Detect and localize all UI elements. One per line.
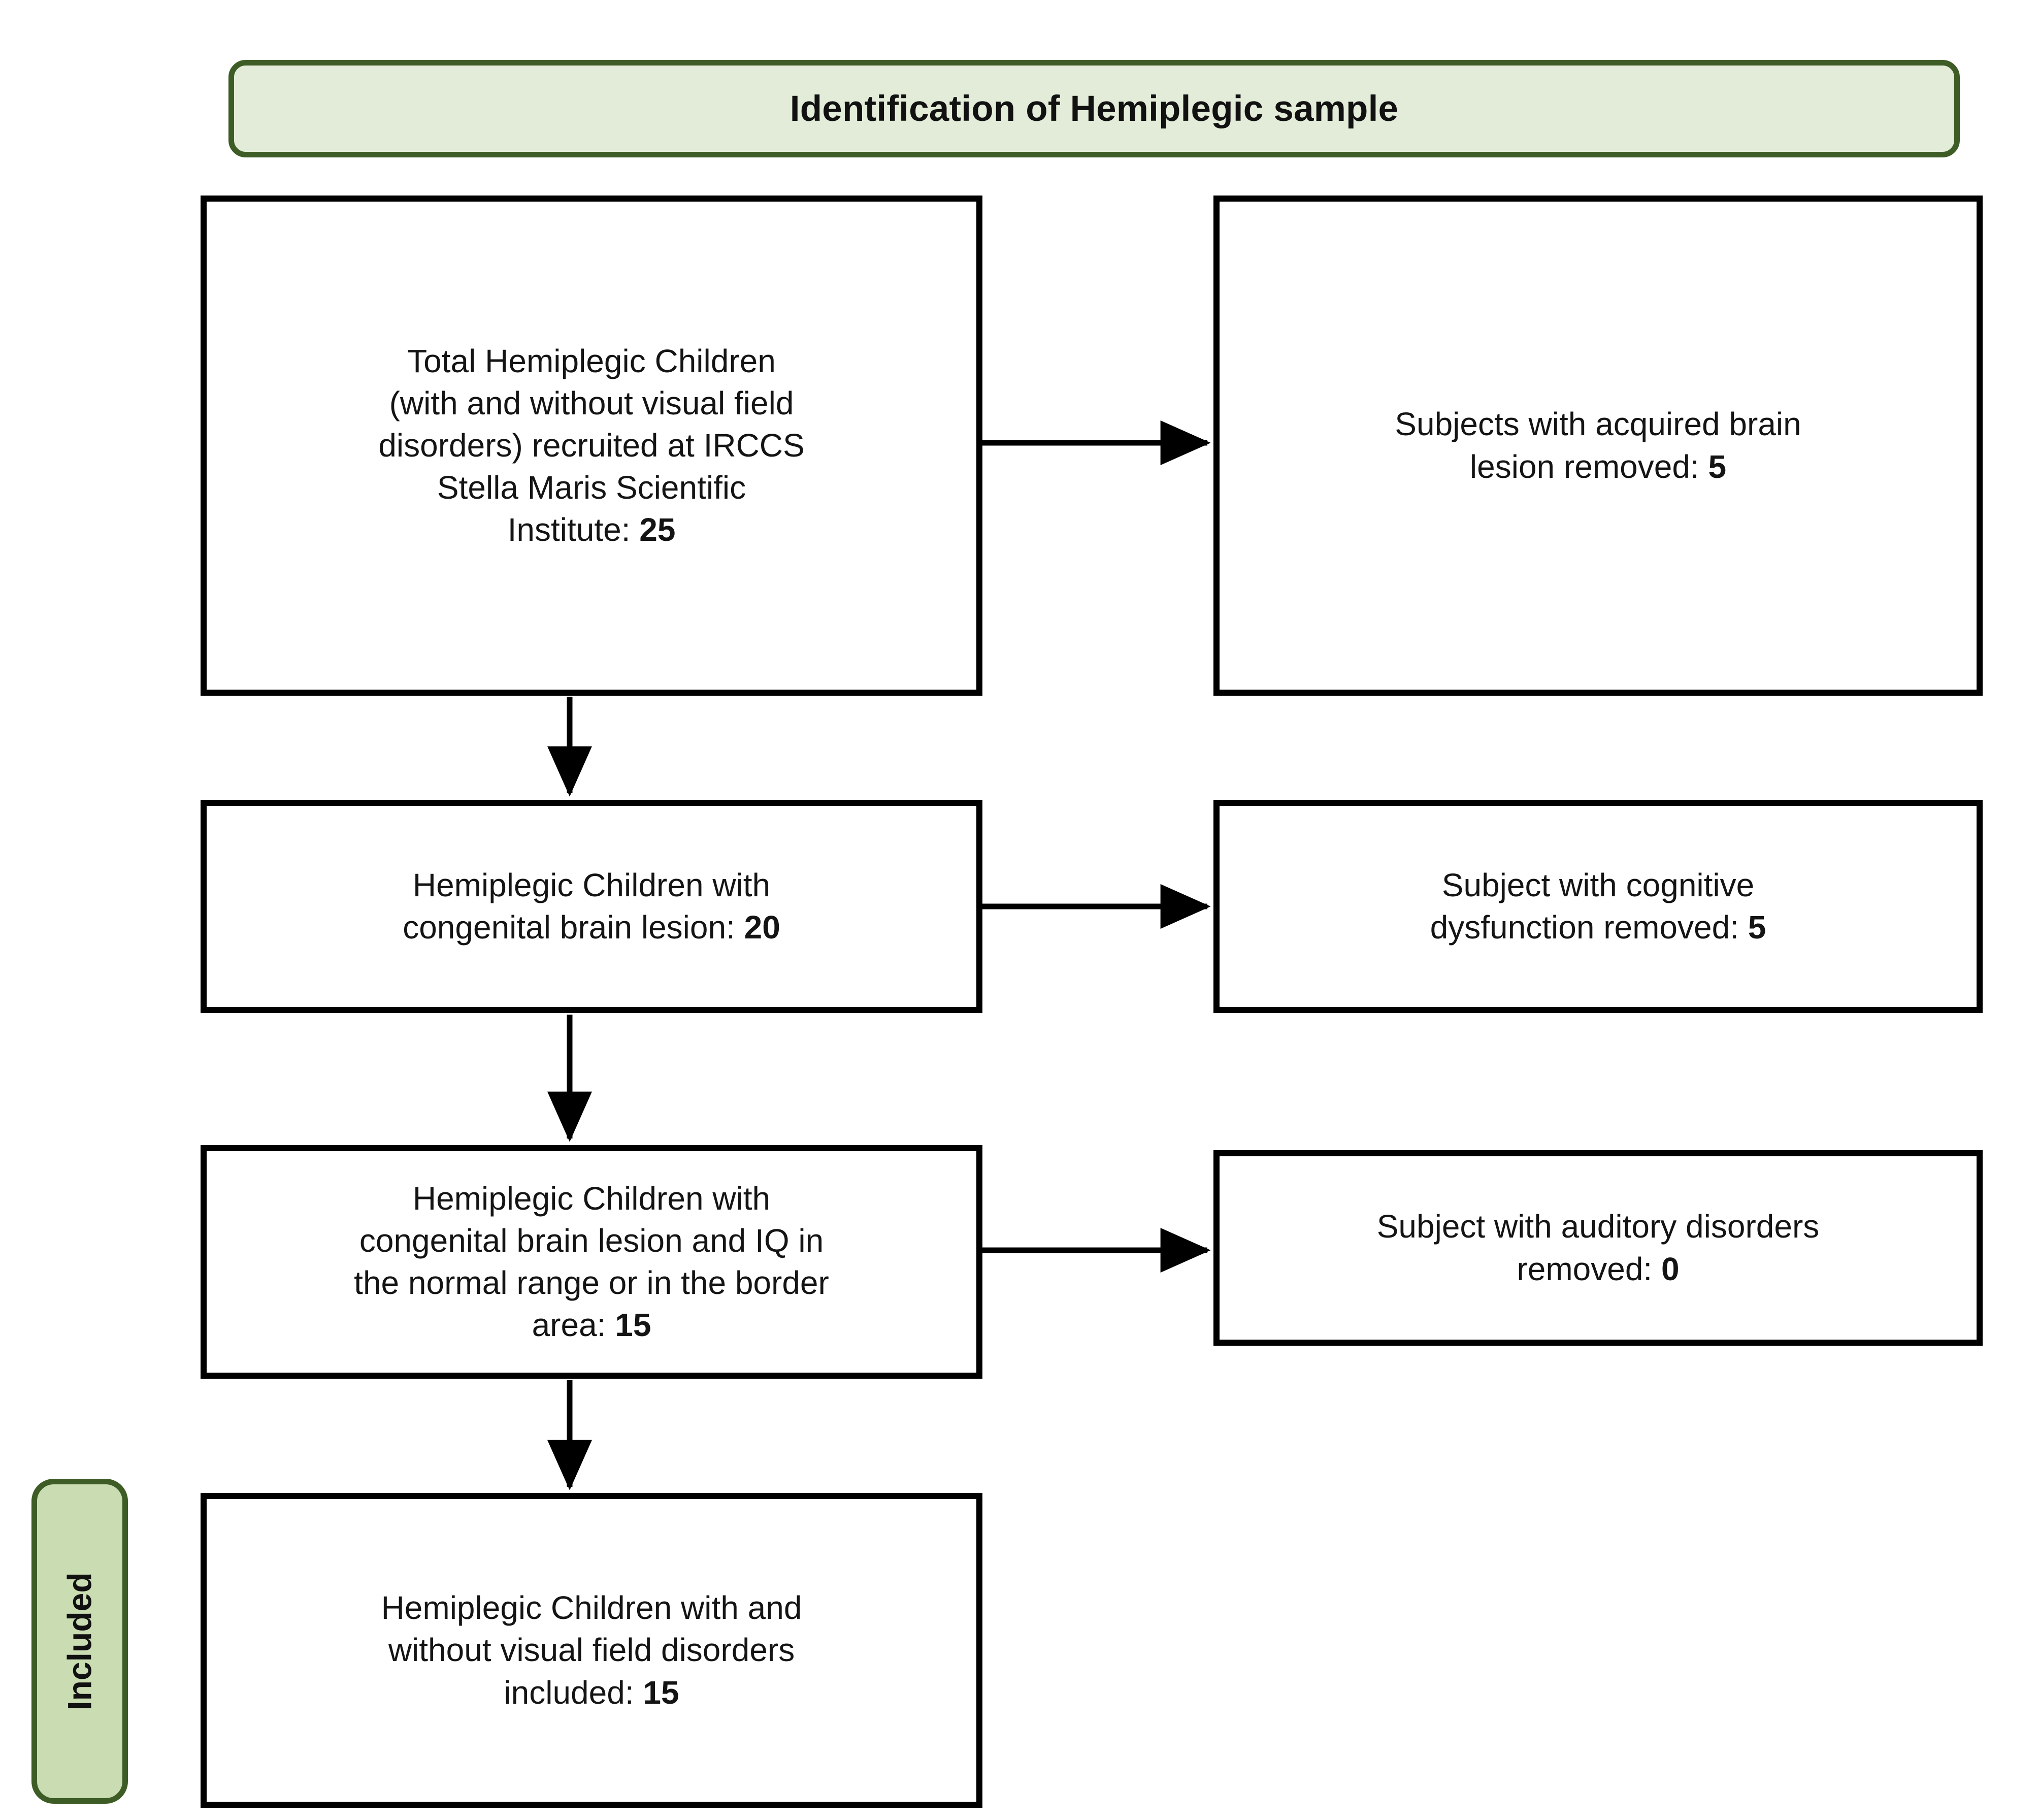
- identification-banner-title: Identification of Hemiplegic sample: [790, 88, 1399, 129]
- flow-box-identification-total-text: Total Hemiplegic Children(with and witho…: [378, 342, 805, 548]
- stage-label-included: Included: [31, 1479, 128, 1804]
- flow-box-identification-total: Total Hemiplegic Children(with and witho…: [201, 196, 982, 696]
- stage-label-included-text: Included: [61, 1572, 99, 1710]
- identification-banner: Identification of Hemiplegic sample: [228, 60, 1960, 157]
